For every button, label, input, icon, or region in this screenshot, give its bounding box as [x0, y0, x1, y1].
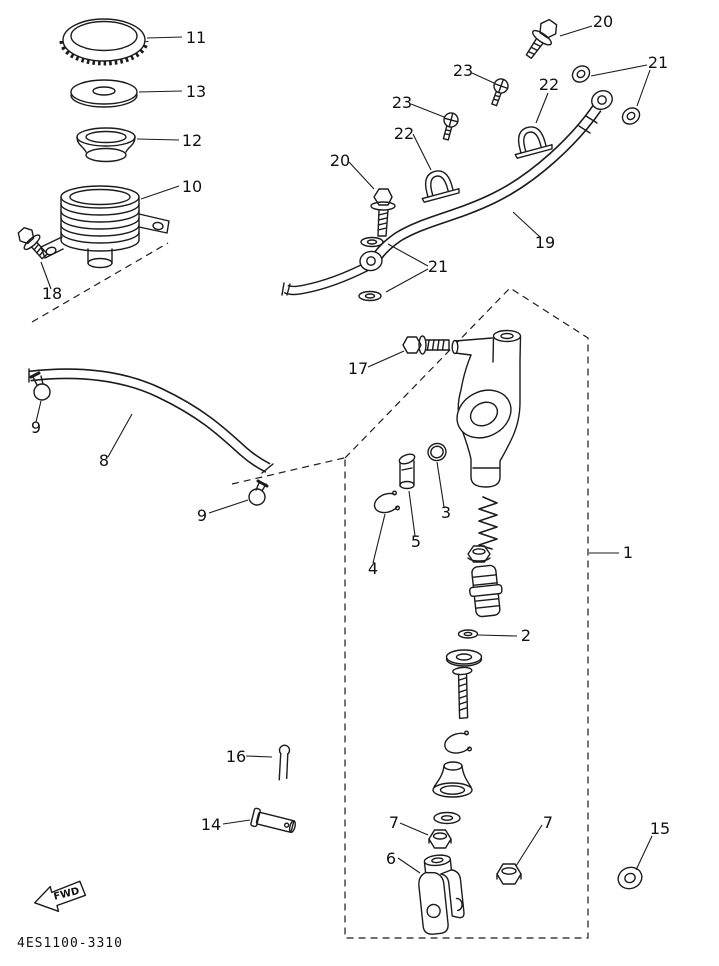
callout-9-lower: 9	[197, 506, 207, 525]
callout-11: 11	[186, 28, 206, 47]
push-rod	[452, 666, 473, 719]
washer-mid-2	[358, 290, 382, 302]
callout-4: 4	[368, 559, 378, 578]
callout-1: 1	[623, 543, 633, 562]
hose-clamp-lower	[421, 170, 460, 203]
reservoir-hose	[28, 368, 274, 474]
callout-15: 15	[650, 819, 670, 838]
clamp-screw-upper	[491, 78, 509, 107]
callout-7-left: 7	[389, 813, 399, 832]
callout-21-top: 21	[648, 53, 668, 72]
piston	[469, 564, 503, 618]
callout-10: 10	[182, 177, 202, 196]
boot-washer	[433, 811, 461, 825]
callout-2: 2	[521, 626, 531, 645]
fwd-arrow: FWD	[34, 880, 87, 913]
clevis	[418, 854, 465, 935]
callout-16: 16	[226, 747, 246, 766]
tank-bolt	[17, 226, 49, 260]
callout-7-right: 7	[543, 813, 553, 832]
banjo-bolt-top	[525, 18, 558, 59]
washer-top-1	[571, 65, 591, 83]
callout-12: 12	[182, 131, 202, 150]
nut-left	[428, 829, 452, 849]
washer-plain	[617, 866, 643, 890]
banjo-bolt-mid	[370, 188, 396, 237]
callout-22-upper: 22	[539, 75, 559, 94]
callouts: 11 13 12 10 18 20 21 23 22 23 22 20 19 2…	[31, 12, 670, 868]
callout-23-upper: 23	[453, 61, 473, 80]
banjo-eye-top	[591, 90, 613, 110]
banjo-eye-mid	[359, 250, 383, 272]
callout-20-mid: 20	[330, 151, 350, 170]
mounting-eye	[456, 389, 512, 439]
piston-washer-small	[457, 629, 479, 639]
callout-6: 6	[386, 849, 396, 868]
callout-22-lower: 22	[394, 124, 414, 143]
callout-3: 3	[441, 503, 451, 522]
union-bolt	[402, 335, 450, 355]
cup-washer	[445, 649, 483, 667]
callout-18: 18	[42, 284, 62, 303]
master-cylinder-body	[451, 329, 522, 488]
assembly-boundary	[31, 242, 589, 939]
clevis-pin	[250, 807, 296, 834]
washer-top-2	[621, 107, 641, 125]
hose-clip-upper	[29, 371, 51, 401]
hose-clip-lower	[248, 479, 269, 506]
part-code: 4ES1100-3310	[17, 936, 123, 951]
boot	[432, 761, 473, 798]
cotter-pin	[278, 744, 291, 781]
diaphragm	[76, 127, 136, 163]
snap-ring	[444, 730, 473, 754]
callout-17: 17	[348, 359, 368, 378]
reservoir-cap	[59, 18, 149, 66]
o-ring	[427, 442, 447, 462]
hex-flange-nut	[467, 545, 491, 563]
callout-23-lower: 23	[392, 93, 412, 112]
callout-8: 8	[99, 451, 109, 470]
reservoir-tank	[40, 185, 170, 269]
elbow-joint	[398, 453, 416, 490]
callout-13: 13	[186, 82, 206, 101]
diaphragm-plate	[70, 79, 138, 108]
leader-lines	[35, 25, 653, 874]
callout-21-mid: 21	[428, 257, 448, 276]
nut-right	[496, 863, 522, 885]
return-spring	[478, 496, 498, 550]
hose-clamp-upper	[514, 126, 553, 159]
callout-9-upper: 9	[31, 418, 41, 437]
callout-5: 5	[411, 532, 421, 551]
callout-20-top: 20	[593, 12, 613, 31]
callout-14: 14	[201, 815, 221, 834]
callout-19: 19	[535, 233, 555, 252]
washer-mid-1	[360, 236, 384, 248]
clamp-screw-lower	[442, 112, 459, 141]
circlip	[373, 490, 401, 514]
